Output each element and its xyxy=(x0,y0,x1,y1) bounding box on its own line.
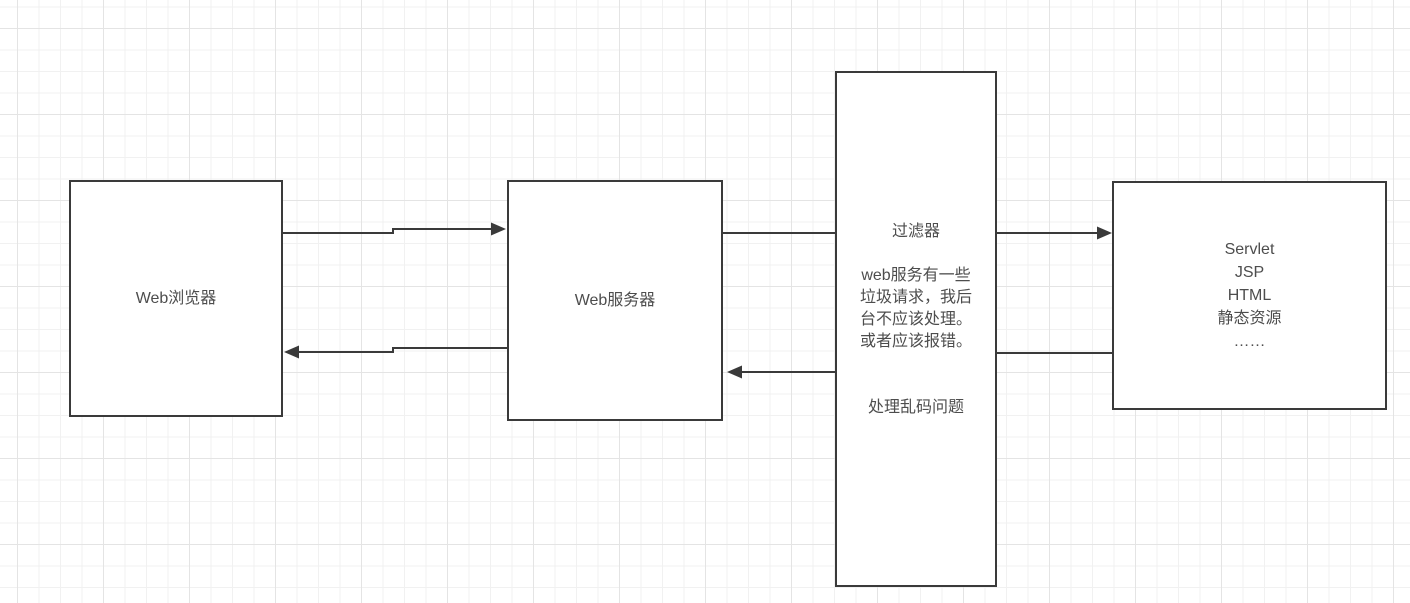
edge-browser-to-server[interactable] xyxy=(283,222,506,236)
arrowhead-right-icon xyxy=(491,222,506,236)
node-filter-text: 过滤器 web服务有一些 垃圾请求，我后 台不应该处理。 或者应该报错。 处理乱… xyxy=(859,223,972,416)
edge-filter-to-resources[interactable] xyxy=(997,226,1112,240)
arrowhead-left-icon xyxy=(284,345,299,359)
node-servlet-resources-text: Servlet JSP HTML 静态资源 …… xyxy=(1217,241,1282,350)
edge-filter-to-server[interactable] xyxy=(727,365,835,379)
edge-server-to-browser[interactable] xyxy=(284,345,507,359)
node-web-server[interactable]: Web服务器 xyxy=(507,180,723,421)
node-web-browser[interactable]: Web浏览器 xyxy=(69,180,283,417)
arrowhead-left-icon xyxy=(727,365,742,379)
node-filter[interactable]: 过滤器 web服务有一些 垃圾请求，我后 台不应该处理。 或者应该报错。 处理乱… xyxy=(835,71,997,587)
node-servlet-resources[interactable]: Servlet JSP HTML 静态资源 …… xyxy=(1112,181,1387,410)
node-web-server-label: Web服务器 xyxy=(574,291,656,309)
arrowhead-right-icon xyxy=(1097,226,1112,240)
node-web-browser-label: Web浏览器 xyxy=(135,289,217,307)
